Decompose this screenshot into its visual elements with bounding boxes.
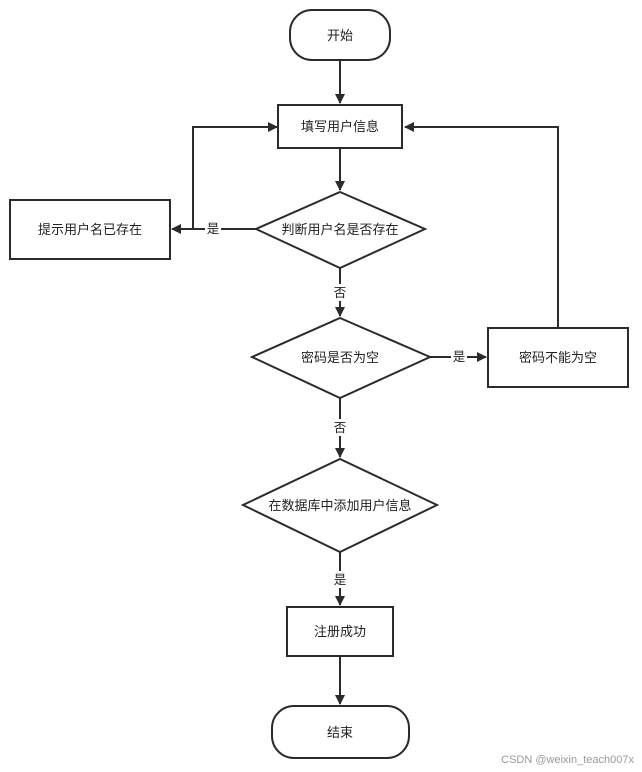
edge-label-username-no: 否 [332, 284, 348, 301]
edge-label-password-no: 否 [332, 419, 348, 436]
edge-label-username-yes: 是 [205, 221, 221, 237]
edge-label-save-yes: 是 [332, 571, 348, 588]
svg-text:否: 否 [334, 420, 347, 435]
watermark: CSDN @weixin_teach007x [501, 754, 634, 766]
svg-text:密码是否为空: 密码是否为空 [301, 350, 379, 366]
edge-label-password-yes: 是 [451, 349, 467, 365]
svg-text:在数据库中添加用户信息: 在数据库中添加用户信息 [268, 498, 411, 514]
svg-text:提示用户名已存在: 提示用户名已存在 [38, 222, 142, 238]
svg-text:注册成功: 注册成功 [314, 625, 366, 640]
save-user-node: 在数据库中添加用户信息 [240, 457, 440, 554]
check-password-node: 密码是否为空 [249, 316, 433, 400]
svg-text:否: 否 [334, 285, 347, 300]
svg-text:密码不能为空: 密码不能为空 [519, 350, 597, 366]
svg-text:结束: 结束 [327, 726, 353, 741]
edge-username-msg-back-to-fill [192, 122, 278, 229]
end-node: 结束 [271, 705, 410, 759]
svg-text:是: 是 [207, 221, 220, 236]
svg-text:是: 是 [453, 349, 466, 364]
edge-password-msg-back-to-fill [404, 122, 559, 328]
svg-text:判断用户名是否存在: 判断用户名是否存在 [281, 222, 398, 238]
check-username-node: 判断用户名是否存在 [253, 190, 428, 270]
password-empty-node: 密码不能为空 [487, 327, 629, 388]
svg-text:填写用户信息: 填写用户信息 [301, 119, 379, 135]
register-success-node: 注册成功 [286, 606, 394, 657]
svg-text:是: 是 [334, 572, 347, 587]
fill-user-info-node: 填写用户信息 [277, 104, 403, 149]
start-node: 开始 [289, 9, 391, 61]
svg-text:开始: 开始 [327, 29, 353, 44]
username-exists-node: 提示用户名已存在 [9, 199, 171, 260]
